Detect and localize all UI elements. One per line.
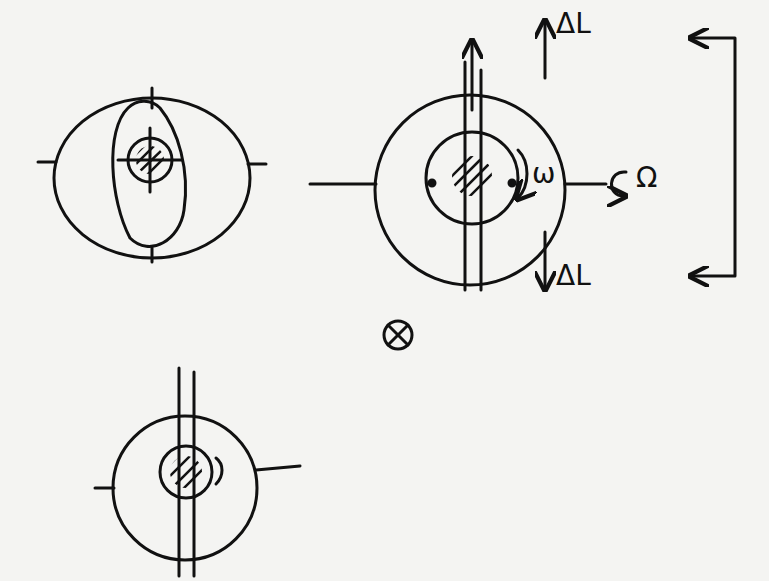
gimbal-figure-main: [310, 22, 735, 290]
gimbal-figure-tilted: [38, 88, 266, 262]
gimbal-figure-upright: [95, 368, 300, 576]
spin-rate: ω: [532, 160, 555, 188]
angular-momentum-change: ΔL: [556, 262, 591, 290]
precession-rate: Ω: [636, 164, 657, 192]
into-page-symbol: [384, 321, 412, 349]
angular-momentum-change: ΔL: [556, 10, 591, 38]
